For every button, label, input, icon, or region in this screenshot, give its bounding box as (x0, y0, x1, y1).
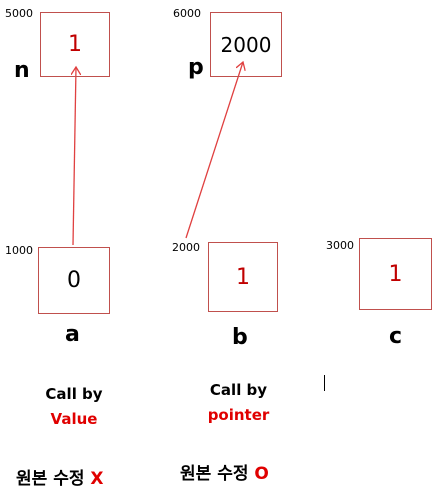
c-label: c (389, 324, 403, 349)
c-memory-box: 1 (359, 238, 432, 310)
arrow-b-to-p (185, 62, 243, 239)
a-memory-box: 0 (38, 247, 110, 314)
a-label: a (65, 322, 80, 347)
n-value: 1 (68, 32, 82, 57)
b-address: 2000 (172, 241, 200, 254)
p-memory-box: 2000 (210, 12, 282, 77)
note-value-mark: X (90, 469, 104, 489)
note-value-text: 원본 수정 (16, 469, 85, 489)
p-value: 2000 (220, 32, 272, 57)
n-address: 5000 (5, 7, 33, 20)
b-label: b (232, 325, 248, 350)
note-pointer-text: 원본 수정 (180, 464, 249, 484)
note-pointer-mark: O (254, 464, 269, 484)
c-address: 3000 (326, 239, 354, 252)
caption-pointer-line2: pointer (207, 406, 270, 424)
arrow-a-to-n (73, 67, 76, 246)
p-address: 6000 (173, 7, 201, 20)
caption-value-line2: Value (50, 410, 98, 428)
b-value: 1 (236, 264, 250, 290)
a-value: 0 (67, 268, 81, 293)
n-memory-box: 1 (40, 12, 110, 77)
p-label: p (188, 55, 204, 80)
caption-value-line1: Call by (45, 385, 103, 403)
a-address: 1000 (5, 244, 33, 257)
note-pointer: 원본 수정 O (180, 459, 269, 484)
n-label: n (14, 58, 30, 83)
note-value: 원본 수정 X (16, 464, 104, 489)
c-value: 1 (388, 261, 403, 287)
caption-pointer-line1: Call by (209, 381, 268, 399)
text-cursor (324, 375, 325, 391)
b-memory-box: 1 (208, 242, 278, 312)
